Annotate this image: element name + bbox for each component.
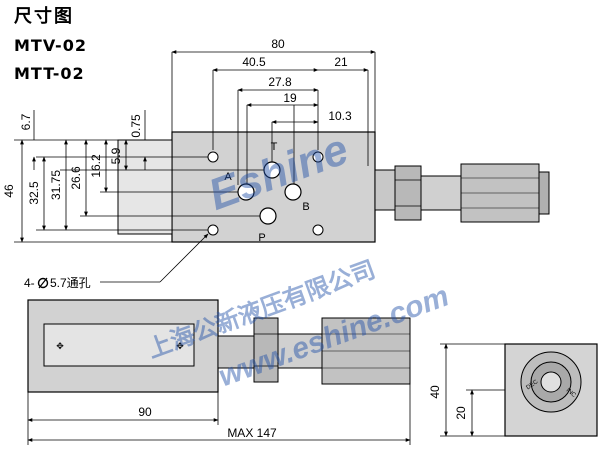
knob-marking-inc: INC [565, 388, 577, 400]
mounting-hole-icon [207, 151, 219, 163]
hex-nut-side [253, 317, 279, 383]
adjuster-neck [374, 169, 396, 211]
port-p-icon [259, 207, 277, 225]
hole-note-leader [159, 233, 209, 283]
dim-32-5: 32.5 [27, 181, 41, 205]
collar-top [420, 175, 462, 211]
dim-27-8: 27.8 [268, 75, 292, 89]
dim-46: 46 [2, 184, 16, 198]
port-label-t: T [271, 141, 278, 153]
dim-40-5: 40.5 [242, 55, 266, 69]
hole-note-prefix: 4- [24, 276, 35, 290]
mounting-face [117, 139, 173, 235]
end-view: DEC INC [504, 343, 598, 437]
dim-10-3: 10.3 [328, 109, 352, 123]
model-name-mtt: MTT-02 [14, 64, 85, 83]
dim-80: 80 [271, 37, 285, 51]
dim-90: 90 [138, 405, 152, 419]
screw-icon: ✥ [56, 341, 64, 351]
mounting-hole-icon [312, 151, 324, 163]
port-label-a: A [224, 171, 232, 183]
dim-40: 40 [428, 385, 442, 399]
dim-26-6: 26.6 [69, 166, 83, 190]
port-label-b: B [302, 201, 309, 213]
adjust-screw-icon [540, 371, 562, 393]
collar-side [277, 333, 323, 369]
model-name-mtv: MTV-02 [14, 36, 87, 55]
dim-0-75: 0.75 [129, 114, 143, 138]
port-b-icon [284, 183, 302, 201]
side-view: ✥ ✥ [27, 299, 411, 393]
diameter-icon [37, 277, 49, 289]
hole-note-text: 5.7通孔 [50, 276, 91, 290]
top-view: T A B P [117, 131, 550, 244]
top-dimensions [171, 50, 376, 185]
mounting-hole-icon [207, 224, 219, 236]
side-dimensions [27, 384, 411, 445]
port-label-p: P [258, 232, 265, 244]
dim-max-147: MAX 147 [227, 426, 277, 440]
left-dimensions [14, 110, 264, 243]
dim-31-75: 31.75 [49, 170, 63, 200]
valve-body-top [171, 131, 376, 243]
nameplate [43, 323, 195, 367]
dim-6-7: 6.7 [19, 113, 33, 130]
mounting-hole-icon [312, 224, 324, 236]
dim-19: 19 [283, 91, 297, 105]
hex-nut-top [394, 165, 422, 221]
dim-5-9: 5.9 [109, 147, 123, 164]
drawing-title: 尺寸图 [14, 6, 74, 27]
end-dimensions [440, 343, 505, 437]
dim-20: 20 [454, 406, 468, 420]
dim-21: 21 [334, 55, 348, 69]
knob-end-cap [538, 171, 550, 215]
dim-16-2: 16.2 [89, 154, 103, 178]
screw-icon: ✥ [176, 341, 184, 351]
